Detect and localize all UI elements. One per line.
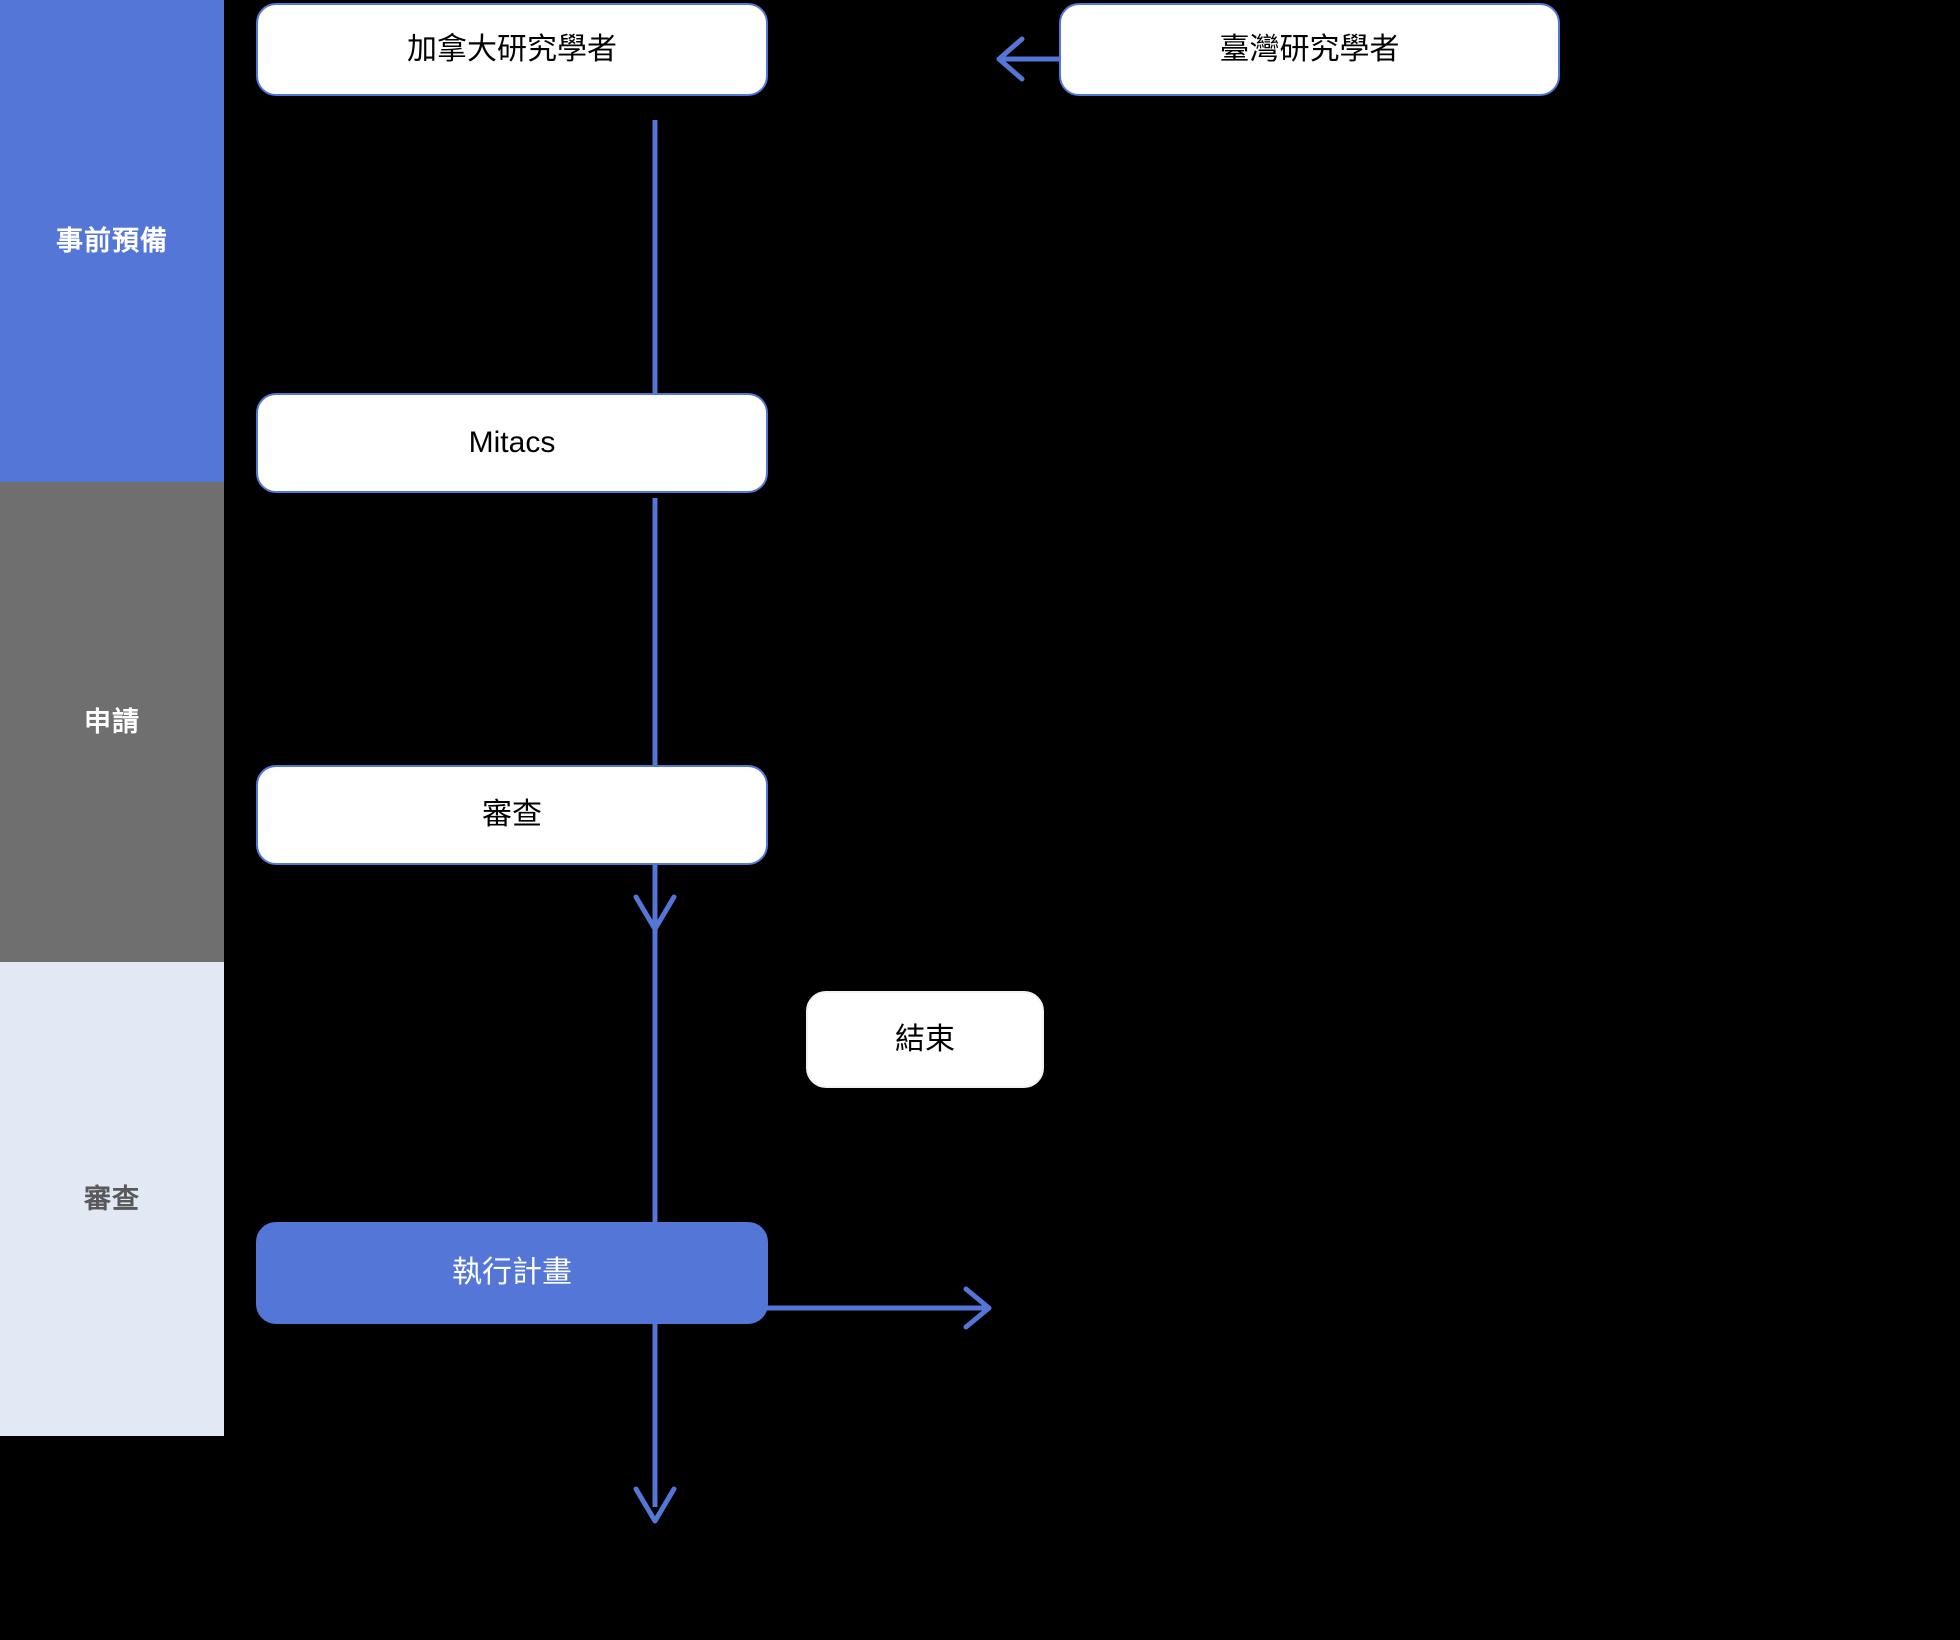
node-ca-scholar[interactable]: 加拿大研究學者 <box>256 3 768 96</box>
node-execute-label: 執行計畫 <box>452 1256 572 1290</box>
node-mitacs[interactable]: Mitacs <box>256 393 768 493</box>
node-execute[interactable]: 執行計畫 <box>256 1222 768 1324</box>
node-review-label: 審查 <box>482 798 542 832</box>
node-tw-scholar[interactable]: 臺灣研究學者 <box>1059 3 1560 96</box>
swimlane-apply: 申請 <box>0 482 224 962</box>
node-end-label: 結束 <box>895 1022 955 1056</box>
swimlane-review-label: 審查 <box>84 1183 140 1214</box>
node-ca-scholar-label: 加拿大研究學者 <box>407 32 617 66</box>
swimlane-review: 審查 <box>0 962 224 1436</box>
node-end[interactable]: 結束 <box>806 991 1044 1088</box>
swimlane-prep-label: 事前預備 <box>56 225 168 256</box>
swimlane-prep: 事前預備 <box>0 0 224 482</box>
node-review[interactable]: 審查 <box>256 765 768 865</box>
node-mitacs-label: Mitacs <box>468 426 556 460</box>
node-tw-scholar-label: 臺灣研究學者 <box>1219 32 1400 66</box>
swimlane-apply-label: 申請 <box>84 706 140 737</box>
